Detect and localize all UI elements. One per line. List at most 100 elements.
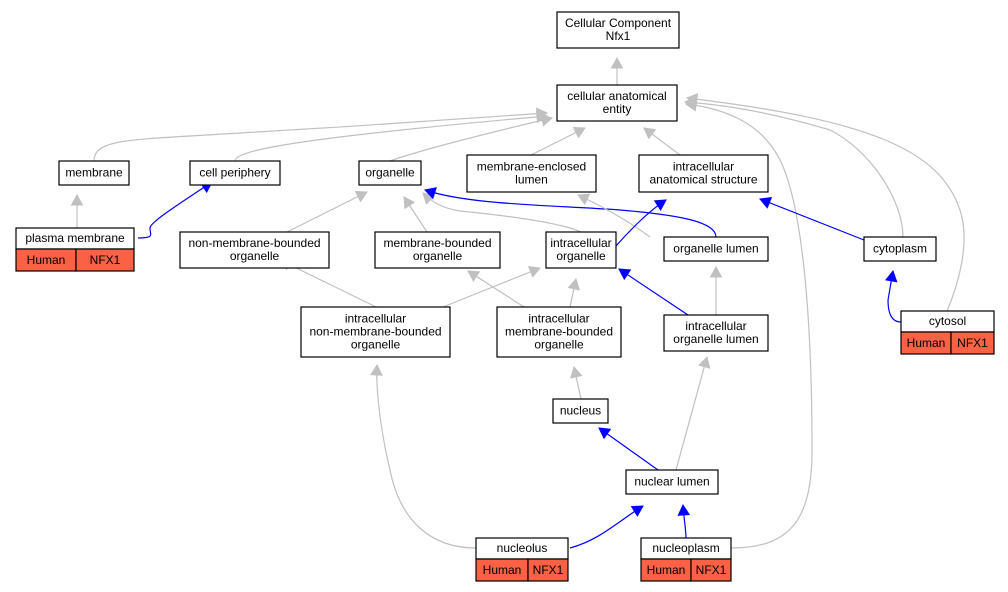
node-box xyxy=(496,306,622,358)
edge-plasmamembrane-to-cellperiphery xyxy=(137,181,213,239)
edge-cae-to-root xyxy=(610,56,624,85)
node-box xyxy=(58,160,130,186)
edge-arrowhead xyxy=(572,127,586,139)
edge-line xyxy=(93,112,548,162)
edge-line xyxy=(389,117,553,162)
node-label-line: entity xyxy=(603,102,632,116)
node-box xyxy=(625,469,719,495)
species-tag: Human xyxy=(907,336,946,350)
node-label-line: Cellular Component xyxy=(565,16,672,30)
edge-melumen-to-cae xyxy=(530,127,586,156)
node-organelle[interactable]: organelle xyxy=(358,160,422,186)
edge-line xyxy=(234,115,548,162)
edge-nucleolus-to-inmbo xyxy=(370,363,477,549)
node-cellperiphery[interactable]: cell periphery xyxy=(189,160,281,186)
node-label-line: lumen xyxy=(515,173,548,187)
edge-line xyxy=(887,270,902,323)
edge-arrowhead xyxy=(684,98,698,112)
edge-arrowhead xyxy=(354,191,368,203)
edge-nucleus-to-imbo xyxy=(570,365,583,400)
edge-arrowhead xyxy=(570,365,583,379)
edge-arrowhead xyxy=(567,277,581,291)
edge-line xyxy=(376,364,477,549)
node-box xyxy=(556,84,678,122)
node-nucleus[interactable]: nucleus xyxy=(552,398,609,424)
edge-nucleolus-to-nlumen xyxy=(569,505,644,549)
node-box xyxy=(358,160,422,186)
edge-io-to-organelle xyxy=(422,192,582,233)
node-cytoplasm[interactable]: cytoplasm xyxy=(863,236,937,262)
edge-line xyxy=(759,198,865,241)
node-label-line: organelle lumen xyxy=(673,242,758,256)
node-label-line: organelle xyxy=(413,249,463,263)
edge-arrowhead xyxy=(403,196,416,210)
edge-line xyxy=(424,189,717,238)
annotation-tag-box xyxy=(527,558,569,582)
node-label-line: membrane-enclosed xyxy=(477,160,586,174)
edge-olumen-to-melumen xyxy=(577,193,651,238)
edge-line xyxy=(675,356,708,471)
edge-cytosol-to-cae xyxy=(685,92,965,312)
node-box xyxy=(663,236,769,262)
species-tag: Human xyxy=(647,563,686,577)
node-label-line: intracellular xyxy=(685,319,746,333)
node-label-line: membrane-bounded xyxy=(505,325,613,339)
edges-layer xyxy=(70,56,965,549)
edge-plasmamembrane-to-membrane xyxy=(70,193,84,228)
gene-tag: NFX1 xyxy=(957,336,988,350)
edge-io-to-ias xyxy=(615,199,667,247)
annotation-tag-box xyxy=(950,331,995,355)
edge-arrowhead xyxy=(467,270,481,283)
edge-arrowhead xyxy=(70,193,84,206)
node-label-line: organelle xyxy=(556,249,606,263)
node-box xyxy=(663,314,769,352)
edge-iol-to-io xyxy=(618,268,689,316)
node-label-line: membrane xyxy=(65,166,123,180)
node-nlumen[interactable]: nuclear lumen xyxy=(625,469,719,495)
edge-arrowhead xyxy=(698,355,711,369)
edge-line xyxy=(685,103,813,549)
node-label-line: nucleoplasm xyxy=(652,541,719,555)
edge-line xyxy=(442,267,541,308)
node-label-line: intracellular xyxy=(345,312,406,326)
node-label-line: intracellular xyxy=(550,236,611,250)
edge-imbo-to-mbo xyxy=(467,270,525,308)
edge-line xyxy=(569,505,644,549)
edge-arrowhead xyxy=(577,193,591,206)
node-label-line: membrane-bounded xyxy=(383,236,491,250)
edge-arrowhead xyxy=(540,114,554,127)
node-box xyxy=(300,306,451,358)
node-box xyxy=(545,231,617,269)
node-label-line: cytosol xyxy=(929,314,966,328)
node-label-line: organelle xyxy=(534,338,584,352)
edge-imbo-to-io xyxy=(567,277,581,308)
node-box xyxy=(374,231,501,269)
node-inmbo[interactable]: intracellularnon-membrane-boundedorganel… xyxy=(300,306,451,358)
node-label-line: non-membrane-bounded xyxy=(309,325,441,339)
edge-nucleoplasm-to-cae xyxy=(684,98,813,549)
node-olumen[interactable]: organelle lumen xyxy=(663,236,769,262)
node-membrane[interactable]: membrane xyxy=(58,160,130,186)
edge-line xyxy=(686,97,965,312)
edge-line xyxy=(467,270,525,308)
gene-tag: NFX1 xyxy=(90,253,121,267)
edge-cellperiphery-to-cae xyxy=(234,110,549,162)
node-label-line: intracellular xyxy=(673,160,734,174)
edge-arrowhead xyxy=(643,127,657,140)
edge-arrowhead xyxy=(677,503,691,516)
edge-inmbo-to-io xyxy=(442,266,541,308)
